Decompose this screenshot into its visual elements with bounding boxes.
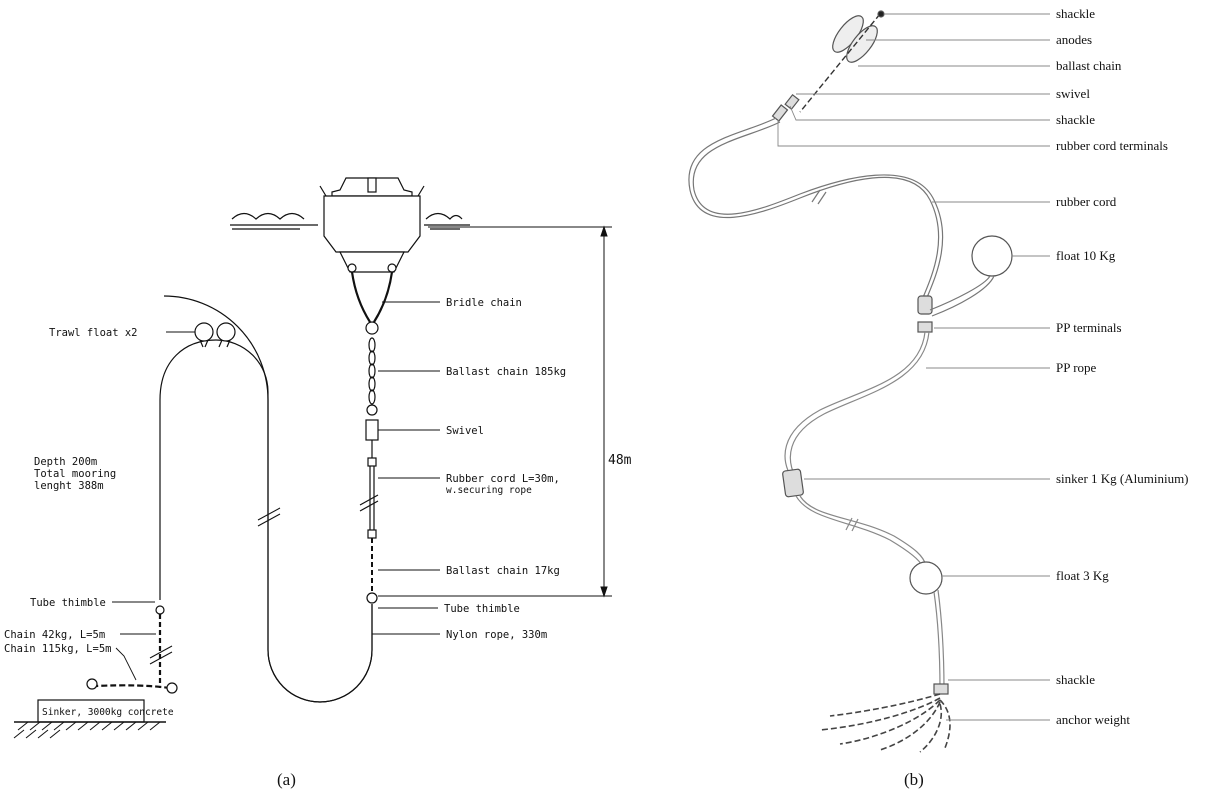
- label-shackle-bottom: shackle: [1056, 672, 1095, 687]
- label-48m: 48m: [608, 453, 632, 468]
- shackle-bottom: [933, 683, 949, 695]
- float-10kg: [971, 235, 1013, 277]
- dimension-48m: [378, 225, 612, 598]
- label-pp-rope: PP rope: [1056, 360, 1097, 375]
- shackle-top: [877, 10, 885, 18]
- label-chain-115: Chain 115kg, L=5m: [4, 643, 111, 655]
- label-total-1: Total mooring: [34, 468, 116, 480]
- sea-surface: [230, 212, 612, 230]
- caption-b: (b): [904, 770, 924, 789]
- sinker-1kg: [782, 468, 804, 498]
- bridle-chain: [350, 271, 394, 323]
- label-chain-42: Chain 42kg, L=5m: [4, 629, 105, 641]
- buoy: [319, 177, 425, 273]
- trawl-floats: [194, 322, 236, 348]
- labels-b: shackle anodes ballast chain swivel shac…: [904, 6, 1189, 789]
- label-total-2: lenght 388m: [34, 480, 104, 492]
- label-ballast-chain: ballast chain: [1056, 58, 1122, 73]
- label-sinker-1: sinker 1 Kg (Aluminium): [1056, 471, 1189, 486]
- label-ballast-185: Ballast chain 185kg: [446, 366, 566, 378]
- anodes: [832, 15, 878, 63]
- swivel: [365, 419, 379, 441]
- anchor-weight: [819, 693, 951, 753]
- label-swivel-b: swivel: [1056, 86, 1090, 101]
- label-tube-thimble-left: Tube thimble: [30, 597, 106, 609]
- rubber-cord-b: [688, 117, 944, 301]
- label-rubber-cord-terminals: rubber cord terminals: [1056, 138, 1168, 153]
- label-depth: Depth 200m: [34, 456, 97, 468]
- panel-b: [688, 10, 1050, 753]
- label-rubber-cord: rubber cord: [1056, 194, 1117, 209]
- float-3kg: [909, 561, 943, 595]
- label-ballast-17: Ballast chain 17kg: [446, 565, 560, 577]
- label-anodes: anodes: [1056, 32, 1092, 47]
- panel-a: [13, 177, 612, 739]
- label-anchor-weight: anchor weight: [1056, 712, 1130, 727]
- chain-115: [95, 684, 171, 690]
- label-sinker: Sinker, 3000kg concrete: [42, 707, 174, 718]
- pp-terminal-upper: [917, 295, 933, 315]
- pp-terminals: [917, 321, 933, 333]
- rope-lower: [795, 495, 927, 567]
- label-trawl-float: Trawl float x2: [49, 327, 138, 339]
- leader-lines-b: [777, 13, 1050, 721]
- label-shackle-top: shackle: [1056, 6, 1095, 21]
- tube-thimble-left: [155, 605, 165, 615]
- label-rubber-cord-2: w.securing rope: [446, 485, 532, 496]
- label-pp-terminals: PP terminals: [1056, 320, 1122, 335]
- tube-thimble-right: [366, 592, 378, 604]
- ballast-chain-b: [799, 13, 881, 113]
- label-float-3: float 3 Kg: [1056, 568, 1109, 583]
- swivel-b: [784, 93, 800, 111]
- label-rubber-cord-1: Rubber cord L=30m,: [446, 473, 560, 485]
- label-shackle-2: shackle: [1056, 112, 1095, 127]
- label-float-10: float 10 Kg: [1056, 248, 1116, 263]
- labels-a: Trawl float x2 Depth 200m Total mooring …: [4, 297, 632, 789]
- label-swivel: Swivel: [446, 425, 484, 437]
- bridle-shackle: [365, 321, 379, 335]
- leader-lines-a: [112, 301, 440, 681]
- caption-a: (a): [277, 770, 296, 789]
- pp-rope: [784, 331, 930, 479]
- label-nylon-rope: Nylon rope, 330m: [446, 629, 547, 641]
- cord-terminal-top: [367, 457, 377, 467]
- label-bridle-chain: Bridle chain: [446, 297, 522, 309]
- label-tube-thimble-right: Tube thimble: [444, 603, 520, 615]
- ballast-chain-185: [366, 337, 378, 416]
